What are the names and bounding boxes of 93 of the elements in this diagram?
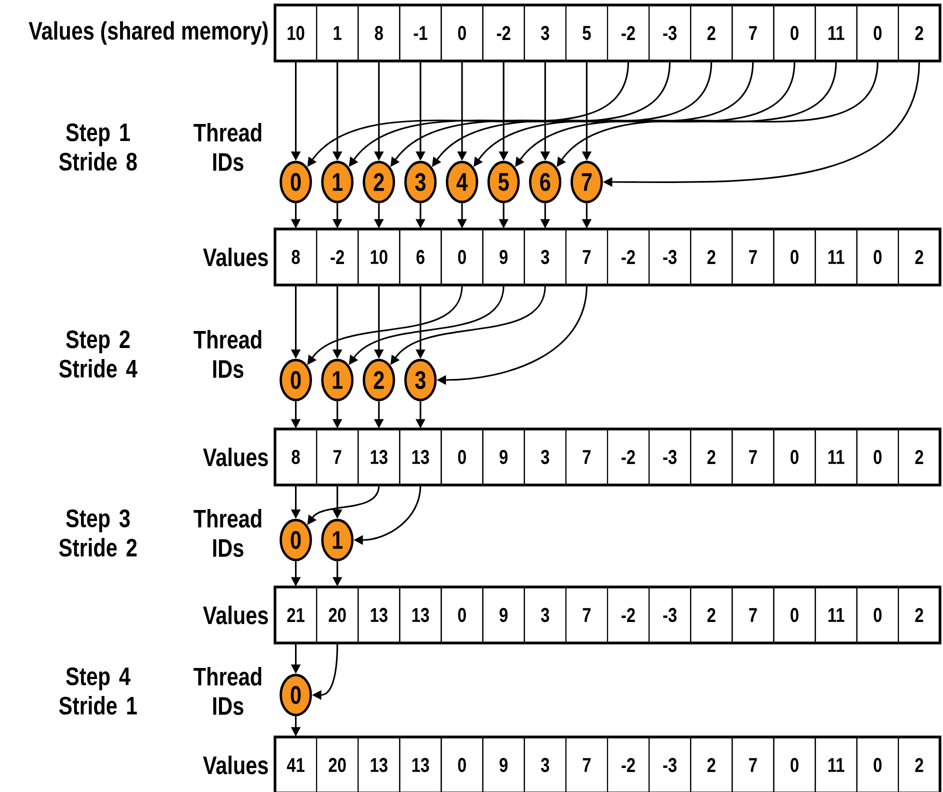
value-cell: 1 [316, 4, 359, 62]
value-cell: 11 [814, 228, 858, 286]
value-cell: 11 [814, 586, 858, 644]
value-cell: 0 [440, 586, 484, 644]
value-cell: 0 [440, 736, 484, 792]
value-cell: 21 [274, 586, 318, 644]
value-cell: 2 [898, 586, 941, 644]
value-cell: 10 [358, 228, 400, 286]
value-cell: 13 [358, 736, 400, 792]
value-cell: 2 [690, 4, 733, 62]
value-cell: 7 [732, 586, 774, 644]
value-cell: -2 [606, 4, 650, 62]
value-cell: 2 [898, 428, 941, 486]
value-cell: 5 [565, 4, 608, 62]
value-cell: 0 [773, 228, 816, 286]
value-cell: 13 [399, 586, 442, 644]
step-label: Step 1 Stride 8 [59, 123, 137, 171]
value-cell: 0 [856, 228, 899, 286]
value-cell: 0 [856, 428, 899, 486]
step-label: Step 3 Stride 2 [59, 509, 137, 557]
row-label: Values (shared memory) [28, 21, 268, 45]
value-cell: 13 [399, 736, 442, 792]
value-cell: 7 [316, 428, 359, 486]
value-cell: 8 [274, 428, 318, 486]
value-cell: 3 [524, 586, 566, 644]
value-cell: 9 [482, 228, 525, 286]
value-cell: 11 [814, 428, 858, 486]
value-cell: 0 [440, 4, 484, 62]
value-cell: 3 [524, 4, 566, 62]
value-cell: 7 [732, 228, 774, 286]
value-cell: 0 [856, 4, 899, 62]
value-cell: 7 [732, 736, 774, 792]
value-cell: 41 [274, 736, 318, 792]
value-cell: 7 [565, 586, 608, 644]
thread-ids-label: Thread IDs [194, 667, 262, 715]
value-cell: -3 [648, 228, 692, 286]
step-label: Step 4 Stride 1 [59, 667, 137, 715]
value-cell: 11 [814, 4, 858, 62]
value-cell: 0 [773, 586, 816, 644]
row-label: Values [203, 248, 268, 266]
value-cell: 11 [814, 736, 858, 792]
value-cell: 8 [274, 228, 318, 286]
value-cell: -3 [648, 428, 692, 486]
value-cell: 20 [316, 736, 359, 792]
value-cell: 2 [690, 586, 733, 644]
value-cell: 0 [773, 736, 816, 792]
value-cell: 2 [690, 736, 733, 792]
value-cell: 13 [399, 428, 442, 486]
value-cell: 0 [440, 428, 484, 486]
value-cell: 9 [482, 586, 525, 644]
value-cell: 6 [399, 228, 442, 286]
value-cell: 0 [773, 428, 816, 486]
value-cell: 3 [524, 736, 566, 792]
value-cell: 9 [482, 428, 525, 486]
value-cell: 20 [316, 586, 359, 644]
value-cell: -2 [316, 228, 359, 286]
thread-ids-label: Thread IDs [194, 123, 262, 171]
value-cell: -3 [648, 736, 692, 792]
value-cell: 7 [565, 736, 608, 792]
value-cell: 2 [690, 228, 733, 286]
value-cell: 7 [565, 228, 608, 286]
value-cell: 2 [898, 4, 941, 62]
value-cell: -2 [606, 228, 650, 286]
value-cell: 9 [482, 736, 525, 792]
value-cell: 2 [898, 736, 941, 792]
row-label: Values [203, 756, 268, 774]
value-cell: -3 [648, 4, 692, 62]
step-label: Step 2 Stride 4 [59, 330, 138, 378]
thread-ids-label: Thread IDs [194, 509, 262, 557]
value-cell: 7 [565, 428, 608, 486]
value-cell: 3 [524, 228, 566, 286]
value-cell: 10 [274, 4, 318, 62]
value-cell: -2 [606, 586, 650, 644]
value-cell: -1 [399, 4, 442, 62]
value-cell: 0 [440, 228, 484, 286]
value-cell: 2 [898, 228, 941, 286]
value-cell: -3 [648, 586, 692, 644]
value-cell: 13 [358, 586, 400, 644]
value-cell: 2 [690, 428, 733, 486]
value-cell: 7 [732, 4, 774, 62]
value-cell: 0 [856, 586, 899, 644]
value-cell: 0 [773, 4, 816, 62]
value-cell: 3 [524, 428, 566, 486]
value-cell: 8 [358, 4, 400, 62]
value-cell: -2 [606, 736, 650, 792]
thread-ids-label: Thread IDs [194, 330, 262, 378]
value-cell: 13 [358, 428, 400, 486]
row-label: Values [203, 606, 268, 624]
value-cell: 7 [732, 428, 774, 486]
value-cell: 0 [856, 736, 899, 792]
value-cell: -2 [482, 4, 525, 62]
value-cell: -2 [606, 428, 650, 486]
row-label: Values [203, 448, 268, 466]
